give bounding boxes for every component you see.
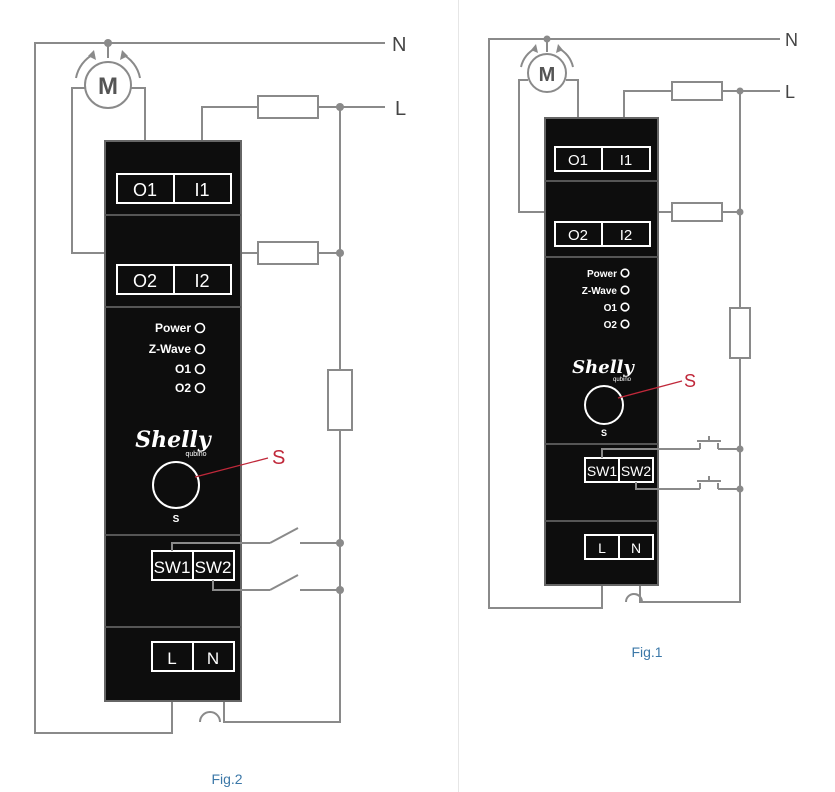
fig2-junction bbox=[104, 39, 112, 47]
fig1-arrowhead-left bbox=[531, 44, 538, 53]
fig2-power-indicator: Power bbox=[155, 321, 191, 335]
fig2-diagram: M O1 I1 O2 I2 Power Z-Wave O1 O2 Shelly … bbox=[34, 34, 406, 787]
fig1-sw1-wire bbox=[601, 448, 700, 458]
fig1-diagram: M O1 I1 O2 I2 Power Z-Wave O1 O2 Shelly … bbox=[488, 30, 798, 660]
fig1-sw1-label: SW1 bbox=[587, 463, 618, 479]
fig2-o1-label: O1 bbox=[133, 180, 157, 200]
fig2-fuse-2 bbox=[257, 241, 319, 265]
fig2-led-power bbox=[194, 322, 206, 334]
fig1-neutral-wire bbox=[488, 38, 780, 609]
fig1-callout-line bbox=[617, 380, 683, 399]
fig2-junction-l2 bbox=[336, 249, 344, 257]
fig1-l-label: L bbox=[598, 540, 606, 556]
fig1-led-o1 bbox=[620, 302, 630, 312]
fig2-callout: S bbox=[272, 447, 285, 469]
fig2-fuse-3 bbox=[327, 369, 353, 431]
fig2-junction-sw1 bbox=[336, 539, 344, 547]
fig1-arrowhead-right bbox=[556, 44, 563, 53]
fig2-l-label: L bbox=[167, 649, 176, 668]
fig1-led-power bbox=[620, 268, 630, 278]
fig1-callout: S bbox=[684, 371, 696, 391]
fig1-o1-indicator: O1 bbox=[604, 303, 618, 314]
fig1-fuse-1 bbox=[671, 81, 723, 101]
fig1-o2-label: O2 bbox=[568, 227, 588, 244]
fig2-live-label: L bbox=[395, 98, 406, 120]
fig1-device bbox=[544, 117, 659, 586]
fig2-arrowhead-right bbox=[120, 50, 128, 60]
fig1-junction-l2 bbox=[736, 208, 744, 216]
fig2-junction-l1 bbox=[336, 103, 344, 111]
fig1-s-button-label: S bbox=[601, 428, 607, 438]
fig2-switch-2 bbox=[269, 574, 299, 591]
fig2-led-o1 bbox=[194, 363, 206, 375]
fig2-callout-line bbox=[194, 457, 269, 478]
fig1-led-zwave bbox=[620, 285, 630, 295]
fig2-s-button bbox=[152, 461, 200, 509]
fig2-shelly-logo: Shelly bbox=[135, 427, 213, 453]
fig2-device bbox=[104, 140, 242, 702]
fig1-power-indicator: Power bbox=[587, 269, 617, 280]
fig1-o1-label: O1 bbox=[568, 152, 588, 169]
fig2-logo-sub: qubino bbox=[185, 451, 206, 458]
fig2-neutral-wire bbox=[34, 42, 385, 734]
fig2-o2-label: O2 bbox=[133, 271, 157, 291]
fig1-junction-l1 bbox=[736, 87, 744, 95]
fig2-sw1-wire bbox=[171, 542, 270, 551]
fig1-o2-indicator: O2 bbox=[604, 320, 618, 331]
fig1-i2-label: I2 bbox=[620, 227, 633, 244]
fig1-fuse-2 bbox=[671, 202, 723, 222]
fig2-o2-indicator: O2 bbox=[175, 381, 191, 395]
fig2-led-zwave bbox=[194, 343, 206, 355]
fig2-sw2-wire bbox=[212, 580, 270, 591]
fig1-junction bbox=[543, 35, 551, 43]
fig2-arrowhead-left bbox=[88, 50, 96, 60]
fig1-live-label: L bbox=[785, 82, 795, 102]
fig1-crossover bbox=[625, 593, 643, 603]
fig2-i1-label: I1 bbox=[194, 180, 209, 200]
fig2-motor-label: M bbox=[98, 73, 118, 100]
fig2-zwave-indicator: Z-Wave bbox=[149, 342, 192, 356]
panel-divider bbox=[458, 0, 459, 792]
fig1-fuse-3 bbox=[729, 307, 751, 359]
fig1-s-button bbox=[584, 385, 624, 425]
fig1-shelly-logo: Shelly bbox=[572, 357, 635, 378]
fig1-sw2-label: SW2 bbox=[621, 463, 652, 479]
fig1-i1-label: I1 bbox=[620, 152, 633, 169]
fig2-fuse-1 bbox=[257, 95, 319, 119]
fig1-motor-label: M bbox=[539, 64, 556, 86]
fig1-led-o2 bbox=[620, 319, 630, 329]
fig1-junction-sw2 bbox=[736, 485, 744, 493]
fig2-sw1-label: SW1 bbox=[154, 558, 191, 577]
fig2-crossover bbox=[199, 711, 221, 723]
fig1-neutral-label: N bbox=[785, 30, 798, 50]
fig2-switch-1 bbox=[269, 527, 299, 544]
fig1-motor bbox=[527, 53, 567, 93]
fig1-zwave-indicator: Z-Wave bbox=[582, 286, 618, 297]
fig2-o1-indicator: O1 bbox=[175, 362, 191, 376]
fig2-motor bbox=[84, 61, 132, 109]
fig1-logo-sub: qubino bbox=[613, 377, 632, 383]
fig1-n-label: N bbox=[631, 540, 641, 556]
fig1-junction-sw1 bbox=[736, 445, 744, 453]
fig2-led-o2 bbox=[194, 382, 206, 394]
fig2-caption: Fig.2 bbox=[211, 771, 242, 787]
fig2-i2-label: I2 bbox=[194, 271, 209, 291]
fig2-s-button-label: S bbox=[173, 514, 180, 525]
fig1-caption: Fig.1 bbox=[631, 644, 662, 660]
fig2-junction-sw2 bbox=[336, 586, 344, 594]
fig1-sw2-wire bbox=[635, 482, 700, 490]
fig2-sw2-label: SW2 bbox=[195, 558, 232, 577]
fig2-neutral-label: N bbox=[392, 34, 406, 56]
fig2-n-label: N bbox=[207, 649, 219, 668]
